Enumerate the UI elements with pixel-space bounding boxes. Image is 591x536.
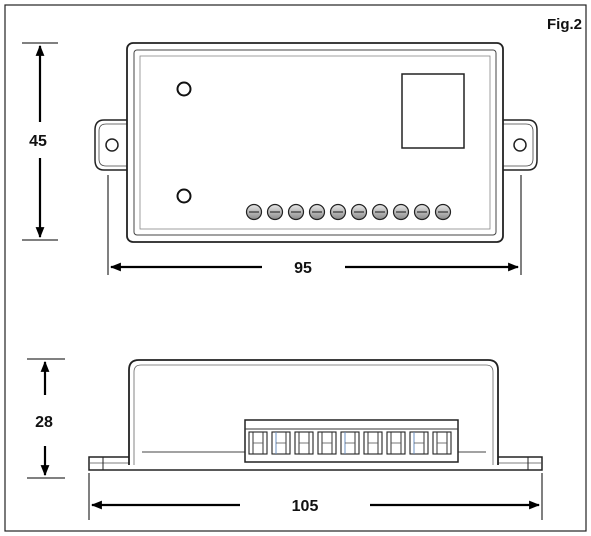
terminal-screw	[287, 203, 305, 221]
terminal-screw-row	[245, 203, 452, 221]
terminal-slot	[363, 431, 383, 455]
terminal-screw	[350, 203, 368, 221]
terminal-slot	[294, 431, 314, 455]
terminal-slot	[386, 431, 406, 455]
housing-lid-edge	[133, 49, 497, 236]
width-label-side: 105	[292, 498, 319, 515]
terminal-screw	[245, 203, 263, 221]
indicator-hole-top	[176, 81, 192, 97]
left-mounting-ear	[94, 119, 128, 171]
figure-label: Fig.2	[547, 16, 582, 33]
dimension-height-top: 45	[22, 42, 58, 241]
terminal-slot-row	[248, 431, 452, 455]
terminal-screw	[392, 203, 410, 221]
terminal-screw	[413, 203, 431, 221]
terminal-screw	[266, 203, 284, 221]
terminal-screw	[308, 203, 326, 221]
terminal-screw	[371, 203, 389, 221]
mounting-hole	[105, 138, 119, 152]
terminal-slot	[248, 431, 268, 455]
dimension-width-side: 105	[88, 473, 543, 520]
terminal-slot	[340, 431, 360, 455]
terminal-screw	[434, 203, 452, 221]
terminal-screw	[329, 203, 347, 221]
terminal-slot	[271, 431, 291, 455]
dimension-width-top: 95	[107, 175, 522, 277]
terminal-slot	[317, 431, 337, 455]
terminal-slot	[432, 431, 452, 455]
right-mounting-ear	[502, 119, 538, 171]
height-label-side: 28	[35, 414, 53, 431]
width-label-top: 95	[294, 260, 312, 277]
housing-inner-edge	[139, 55, 491, 230]
figure-border	[4, 4, 587, 532]
height-label-top: 45	[29, 133, 47, 150]
top-view	[94, 42, 538, 243]
side-view	[88, 359, 543, 471]
dimension-height-side: 28	[27, 358, 65, 479]
terminal-slot	[409, 431, 429, 455]
indicator-hole-bottom	[176, 188, 192, 204]
mounting-hole	[513, 138, 527, 152]
label-window	[401, 73, 465, 149]
